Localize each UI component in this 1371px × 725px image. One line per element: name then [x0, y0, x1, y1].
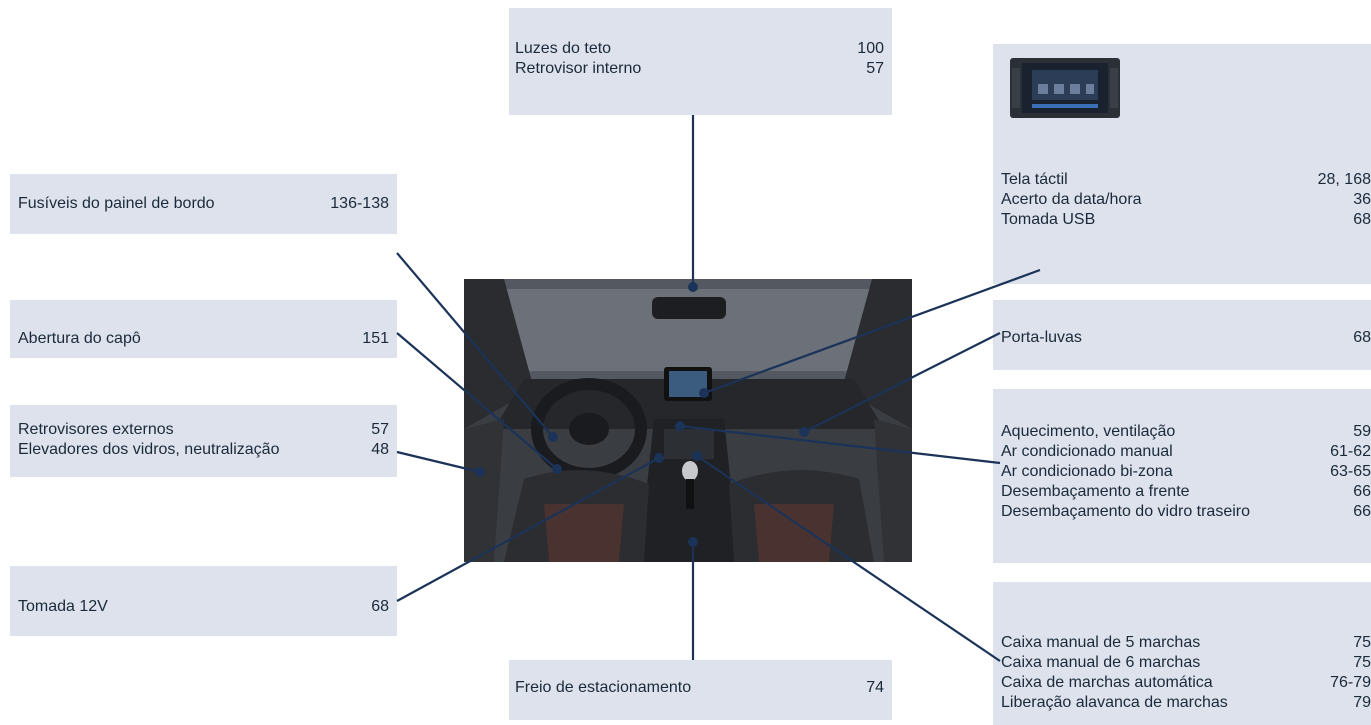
entry-page: 28, 168 — [1317, 171, 1371, 188]
entry-page: 136-138 — [330, 195, 389, 212]
entry-row: Luzes do teto 100 — [515, 39, 884, 59]
entry-row: Caixa de marchas automática 76-79 — [1001, 673, 1371, 693]
entry-page: 66 — [1353, 503, 1371, 520]
entry-row: Ar condicionado manual 61-62 — [1001, 442, 1371, 462]
entry-label: Tomada USB — [1001, 211, 1096, 228]
entry-label: Aquecimento, ventilação — [1001, 423, 1176, 440]
entry-row: Fusíveis do painel de bordo 136-138 — [18, 194, 389, 214]
entry-page: 36 — [1353, 191, 1371, 208]
entry-row: Abertura do capô 151 — [18, 329, 389, 349]
entry-page: 74 — [866, 679, 884, 696]
entry-page: 63-65 — [1330, 463, 1371, 480]
entry-page: 76-79 — [1330, 674, 1371, 691]
entry-page: 59 — [1353, 423, 1371, 440]
callout-heating: Aquecimento, ventilação 59 Ar condicionado… — [993, 389, 1371, 563]
entry-label: Tela táctil — [1001, 171, 1068, 188]
entry-page: 48 — [371, 441, 389, 458]
entry-label: Liberação alavanca de marchas — [1001, 694, 1228, 711]
entry-label: Acerto da data/hora — [1001, 191, 1142, 208]
entry-row: Tomada USB 68 — [1001, 210, 1371, 230]
entry-page: 151 — [362, 330, 389, 347]
entry-label: Tomada 12V — [18, 598, 108, 615]
entry-page: 68 — [371, 598, 389, 615]
entry-row: Desembaçamento do vidro traseiro 66 — [1001, 502, 1371, 522]
entry-label: Caixa manual de 6 marchas — [1001, 654, 1201, 671]
entry-label: Luzes do teto — [515, 40, 612, 57]
entry-label: Ar condicionado manual — [1001, 443, 1173, 460]
entry-label: Desembaçamento a frente — [1001, 483, 1190, 500]
entry-page: 75 — [1353, 634, 1371, 651]
entry-row: Tela táctil 28, 168 — [1001, 170, 1371, 190]
entry-row: Ar condicionado bi-zona 63-65 — [1001, 462, 1371, 482]
entry-row: Retrovisor interno 57 — [515, 59, 884, 79]
entry-label: Abertura do capô — [18, 330, 141, 347]
entry-page: 75 — [1353, 654, 1371, 671]
entry-row: Tomada 12V 68 — [18, 597, 389, 617]
entry-page: 68 — [1353, 211, 1371, 228]
entry-page: 61-62 — [1330, 443, 1371, 460]
entry-label: Caixa de marchas automática — [1001, 674, 1213, 691]
entry-label: Retrovisor interno — [515, 60, 642, 77]
entry-page: 57 — [866, 60, 884, 77]
entry-row: Elevadores dos vidros, neutralização 48 — [18, 440, 389, 460]
entry-row: Retrovisores externos 57 — [18, 420, 389, 440]
entry-label: Desembaçamento do vidro traseiro — [1001, 503, 1251, 520]
callout-glovebox: Porta-luvas 68 — [993, 300, 1371, 370]
entry-page: 68 — [1353, 329, 1371, 346]
entry-page: 57 — [371, 421, 389, 438]
entry-label: Elevadores dos vidros, neutralização — [18, 441, 280, 458]
car-interior-image — [464, 279, 912, 562]
entry-label: Porta-luvas — [1001, 329, 1082, 346]
entry-page: 100 — [857, 40, 884, 57]
entry-label: Freio de estacionamento — [515, 679, 692, 696]
entry-row: Desembaçamento a frente 66 — [1001, 482, 1371, 502]
callout-12v-socket: Tomada 12V 68 — [10, 566, 397, 636]
entry-row: Freio de estacionamento 74 — [515, 678, 884, 698]
entry-label: Caixa manual de 5 marchas — [1001, 634, 1201, 651]
entry-label: Retrovisores externos — [18, 421, 174, 438]
callout-bonnet: Abertura do capô 151 — [10, 300, 397, 358]
entry-row: Caixa manual de 6 marchas 75 — [1001, 653, 1371, 673]
callout-fuses: Fusíveis do painel de bordo 136-138 — [10, 174, 397, 234]
entry-label: Ar condicionado bi-zona — [1001, 463, 1173, 480]
entry-label: Fusíveis do painel de bordo — [18, 195, 215, 212]
entry-row: Porta-luvas 68 — [1001, 328, 1371, 348]
entry-page: 79 — [1353, 694, 1371, 711]
entry-row: Liberação alavanca de marchas 79 — [1001, 693, 1371, 713]
entry-row: Acerto da data/hora 36 — [1001, 190, 1371, 210]
callout-parking-brake: Freio de estacionamento 74 — [509, 660, 892, 720]
entry-row: Aquecimento, ventilação 59 — [1001, 422, 1371, 442]
entry-page: 66 — [1353, 483, 1371, 500]
touchscreen-thumbnail — [1010, 58, 1120, 118]
entry-row: Caixa manual de 5 marchas 75 — [1001, 633, 1371, 653]
